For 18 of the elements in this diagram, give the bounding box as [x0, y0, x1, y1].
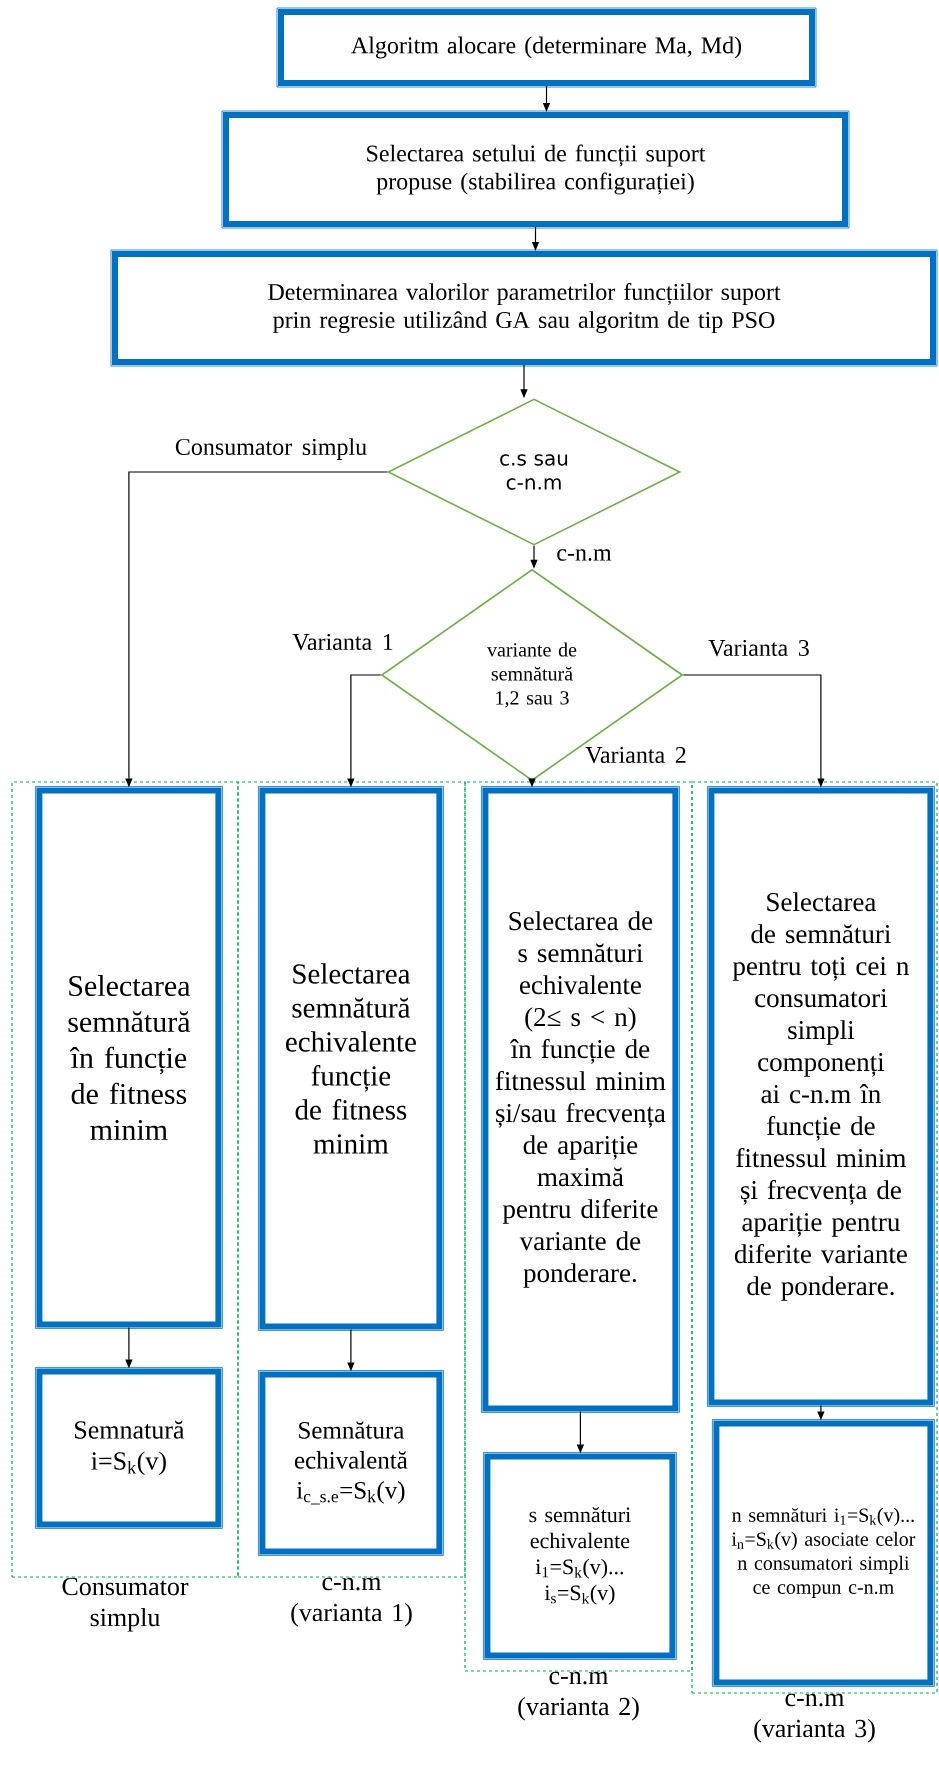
edge-label: Varianta 3	[707, 638, 811, 658]
process-box: Selectarea semnătură în funcție de fitness minim	[35, 786, 223, 1329]
process-box: Semnatură i=S$_{k}$(v)	[35, 1367, 223, 1529]
process-box: Selectarea semnătură echivalente funcție de fitness minim	[258, 786, 444, 1331]
process-box: n semnături i$_{1}$=S$_{k}$(v)... i$_{n}$=S$_{k}$(v) asociate celor n consumatori simpli ce compun c-n.m	[712, 1419, 935, 1687]
process-box: s semnături echivalente i$_{1}$=S$_{k}$(v)... i$_{s}$=S$_{k}$(v)	[483, 1452, 677, 1660]
group-caption: c-n.m (varianta 1)	[291, 1577, 412, 1627]
edge-label: c-n.m	[555, 548, 613, 562]
process-box: Selectarea setului de funcții suport propuse (stabilirea configurației)	[221, 110, 850, 229]
group-caption: c-n.m (varianta 2)	[518, 1671, 639, 1721]
group-caption: Consumator simplu	[62, 1577, 189, 1632]
process-box: Semnătura echivalentă i$_{c_s.e}$=S$_{k}$(v)	[258, 1370, 444, 1556]
process-box: Selectarea de semnături pentru toți cei n consumatori simpli componenți ai c-n.m în funcție de fitnessul minim și frecvența de apariție pentru diferite variante de ponderare.	[707, 786, 935, 1407]
group-caption: c-n.m (varianta 3)	[754, 1693, 875, 1743]
process-box: Determinarea valorilor parametrilor funcțiilor suport prin regresie utilizând GA sau algoritm de tip PSO	[110, 249, 938, 367]
process-box: Algoritm alocare (determinare Ma, Md)	[276, 7, 817, 88]
edge-label: Consumator simplu	[173, 437, 369, 461]
process-box: Selectarea de s semnături echivalente (2≤ s < n) în funcție de fitnessul minim și/sau frecvența de apariție maximă pentru diferite variante de ponderare.	[481, 786, 680, 1413]
